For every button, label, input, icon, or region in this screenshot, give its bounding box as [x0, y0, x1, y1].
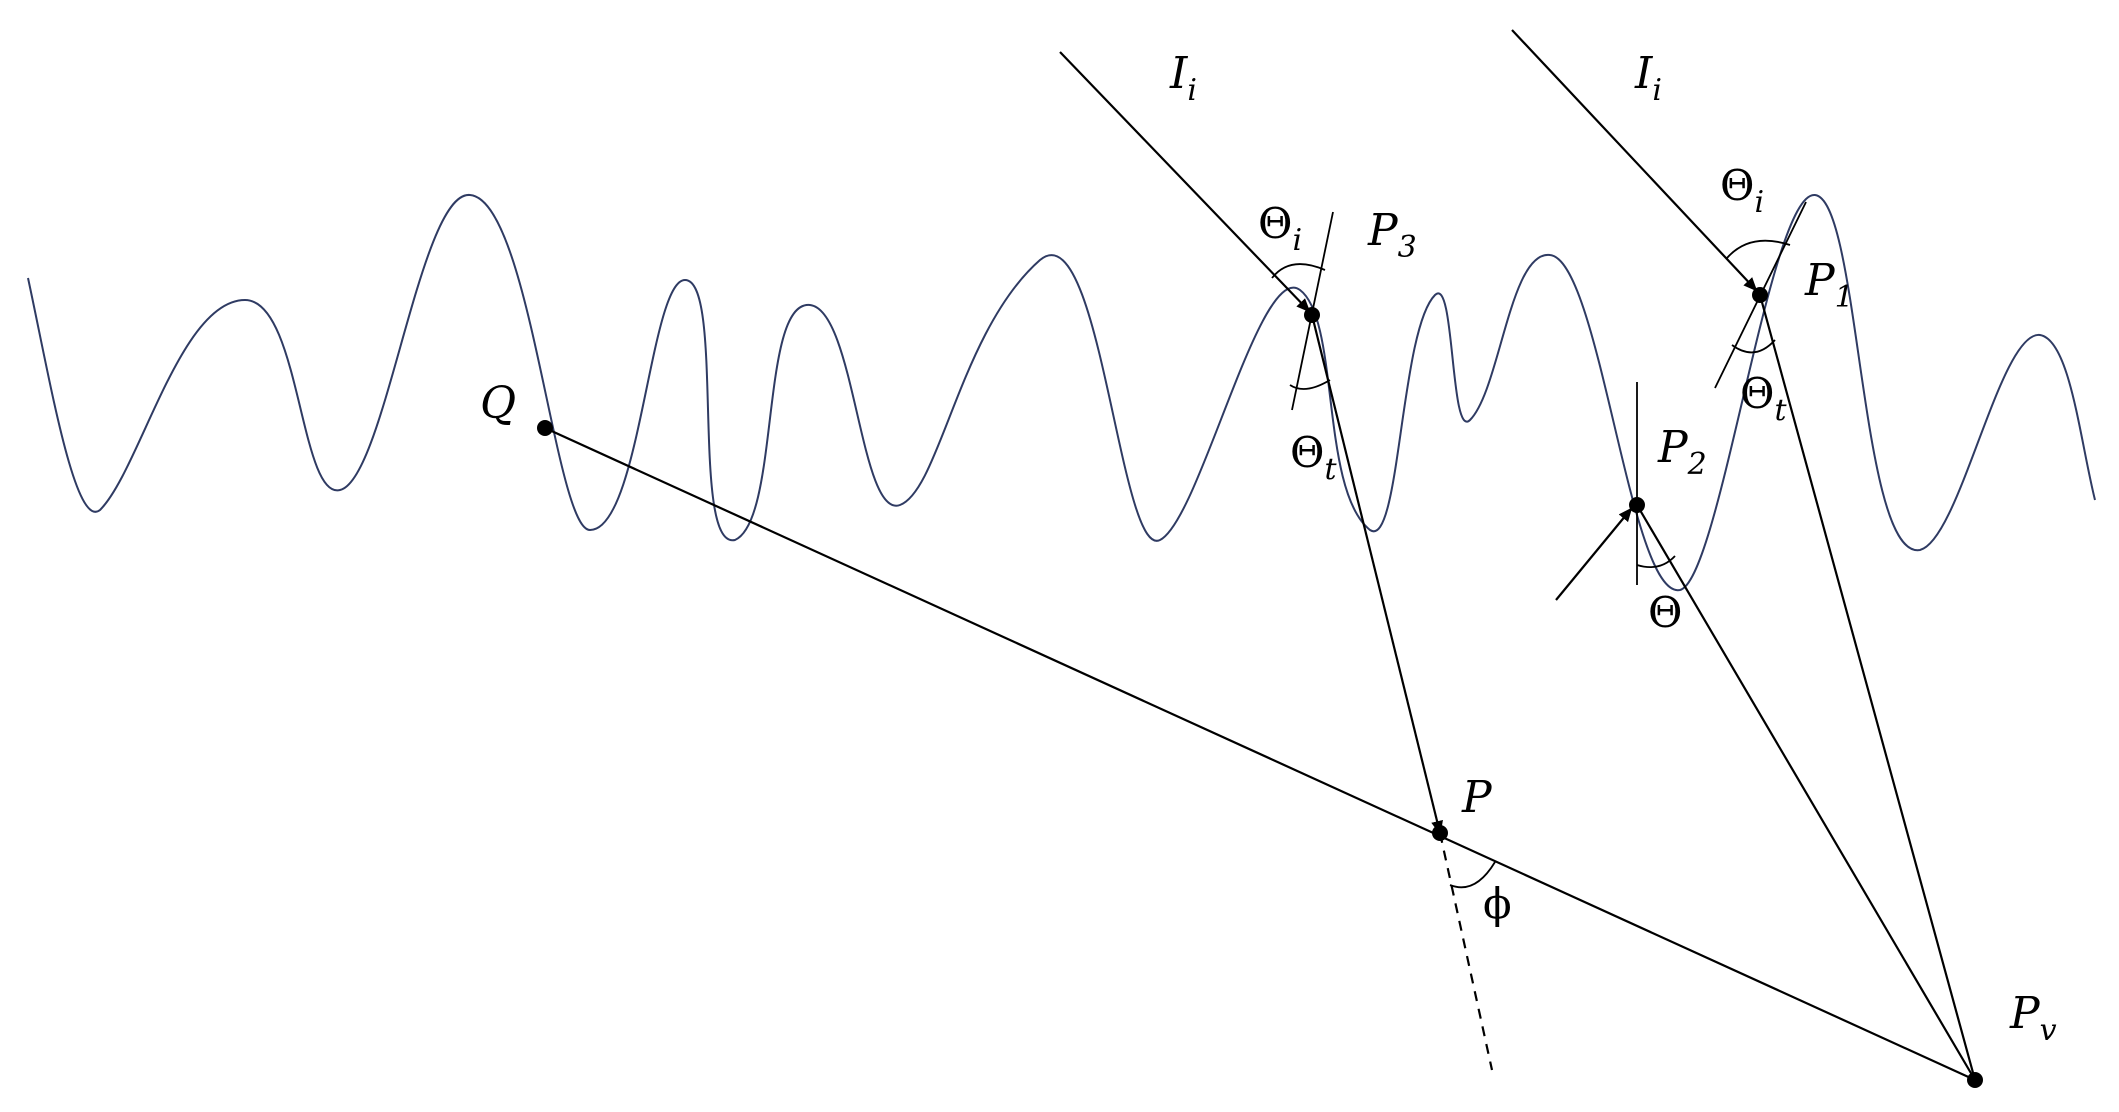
label-q: Q [480, 378, 516, 429]
label-incident-left: Ii [1169, 48, 1197, 108]
ray-p2-to-pv [1636, 504, 1976, 1081]
incident-ray-p2 [1555, 507, 1633, 601]
label-theta-t-right: Θt [1740, 369, 1787, 428]
angle-arc-phi [1449, 861, 1496, 889]
label-theta-t-left: Θt [1290, 428, 1337, 487]
incident-ray-right [1511, 29, 1758, 292]
angle-arc-theta-i-left [1271, 263, 1326, 279]
angle-arc-theta [1636, 555, 1676, 568]
ray-q-to-pv [544, 426, 1976, 1082]
point-p3 [1304, 307, 1320, 323]
label-p3: P3 [1367, 205, 1417, 265]
point-p1 [1752, 287, 1768, 303]
label-phi: ϕ [1483, 879, 1512, 928]
point-p [1432, 825, 1448, 841]
label-p2: P2 [1657, 422, 1707, 482]
angle-arc-theta-t-left [1289, 379, 1331, 390]
label-theta-i-left: Θi [1258, 199, 1302, 258]
label-p: P [1461, 772, 1493, 823]
wavy-surface [27, 193, 2096, 592]
ray-p3-to-p [1310, 314, 1443, 835]
angle-arc-theta-i-right [1726, 239, 1791, 259]
point-p2 [1629, 497, 1645, 513]
point-pv [1967, 1072, 1983, 1088]
label-incident-right: Ii [1634, 48, 1662, 108]
label-p1: P1 [1804, 255, 1854, 315]
label-pv: Pv [2009, 988, 2057, 1048]
point-q [537, 420, 553, 436]
angle-arc-theta-t-right [1731, 339, 1776, 354]
label-theta-i-right: Θi [1720, 161, 1764, 220]
ray-p1-to-pv [1758, 294, 1977, 1081]
incident-ray-left [1059, 51, 1311, 313]
extension-line [1438, 832, 1494, 1071]
label-theta: Θ [1648, 588, 1682, 637]
